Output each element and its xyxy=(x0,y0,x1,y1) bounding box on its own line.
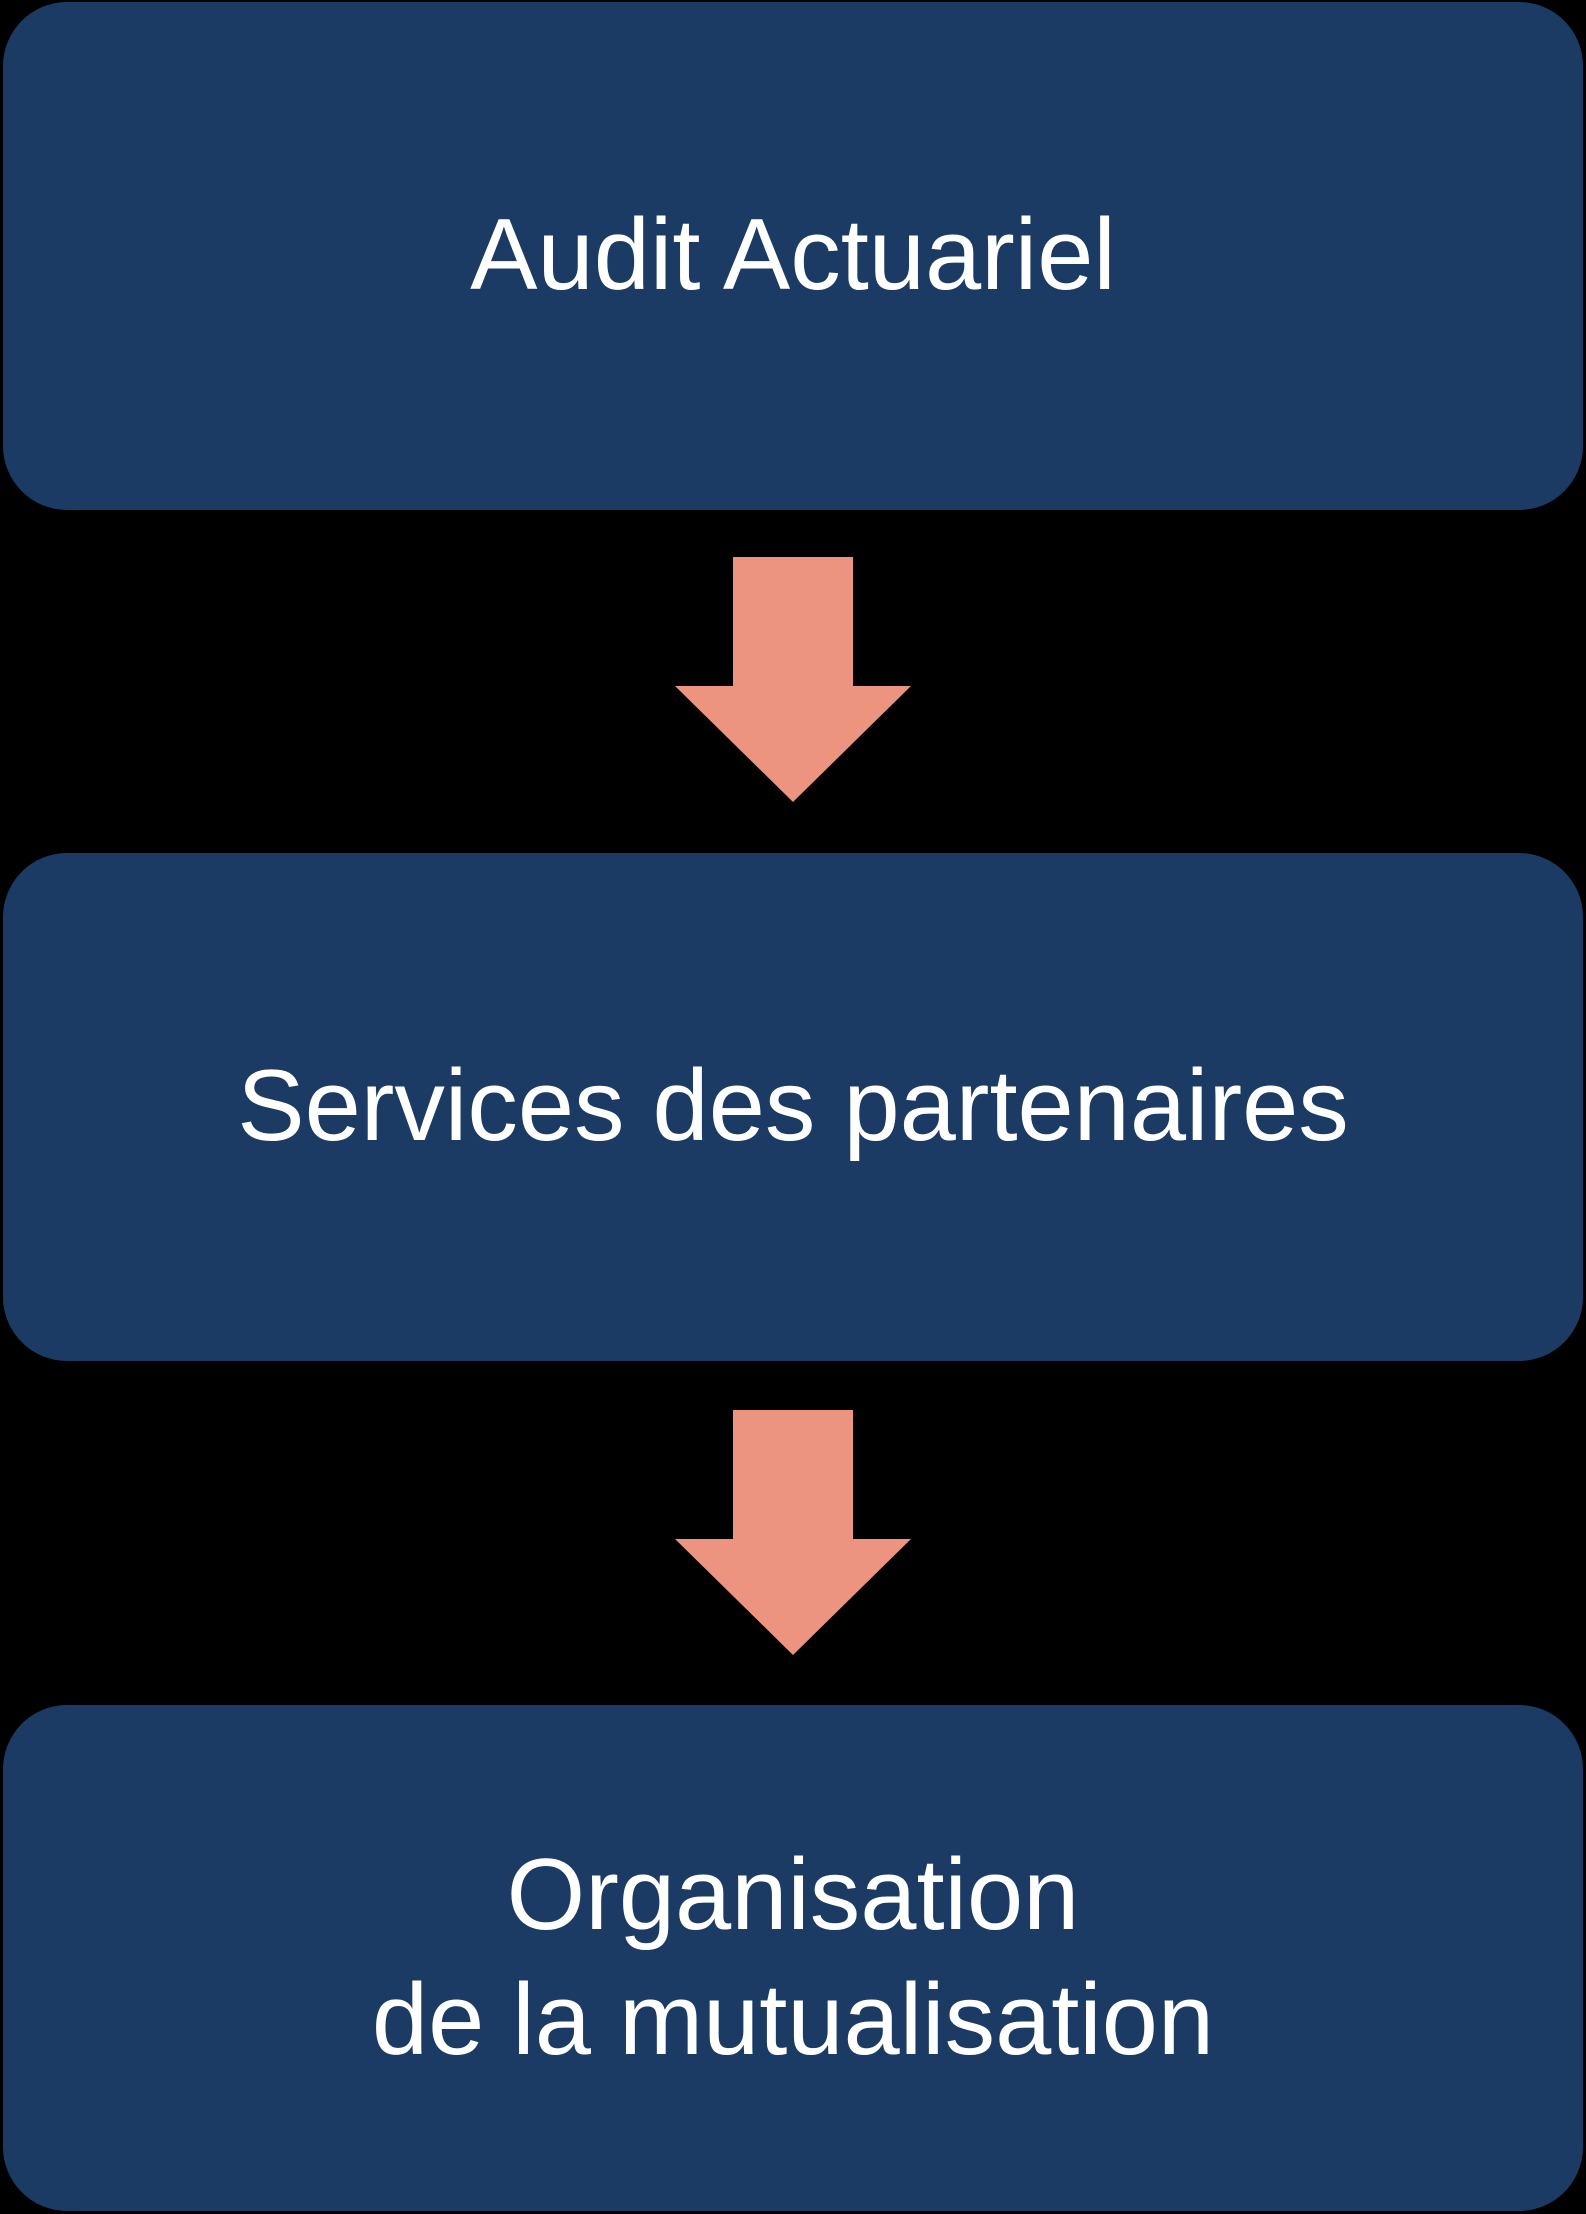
node-services-partenaires-label: Services des partenaires xyxy=(237,1050,1349,1163)
node-organisation-mutualisation-label: Organisation de la mutualisation xyxy=(371,1838,1215,2076)
node-audit-actuariel: Audit Actuariel xyxy=(3,2,1583,510)
node-audit-actuariel-label: Audit Actuariel xyxy=(470,199,1116,312)
down-arrow-icon xyxy=(675,557,911,802)
down-arrow-icon xyxy=(675,1410,911,1655)
node-organisation-mutualisation: Organisation de la mutualisation xyxy=(3,1705,1583,2211)
node-services-partenaires: Services des partenaires xyxy=(3,853,1583,1361)
